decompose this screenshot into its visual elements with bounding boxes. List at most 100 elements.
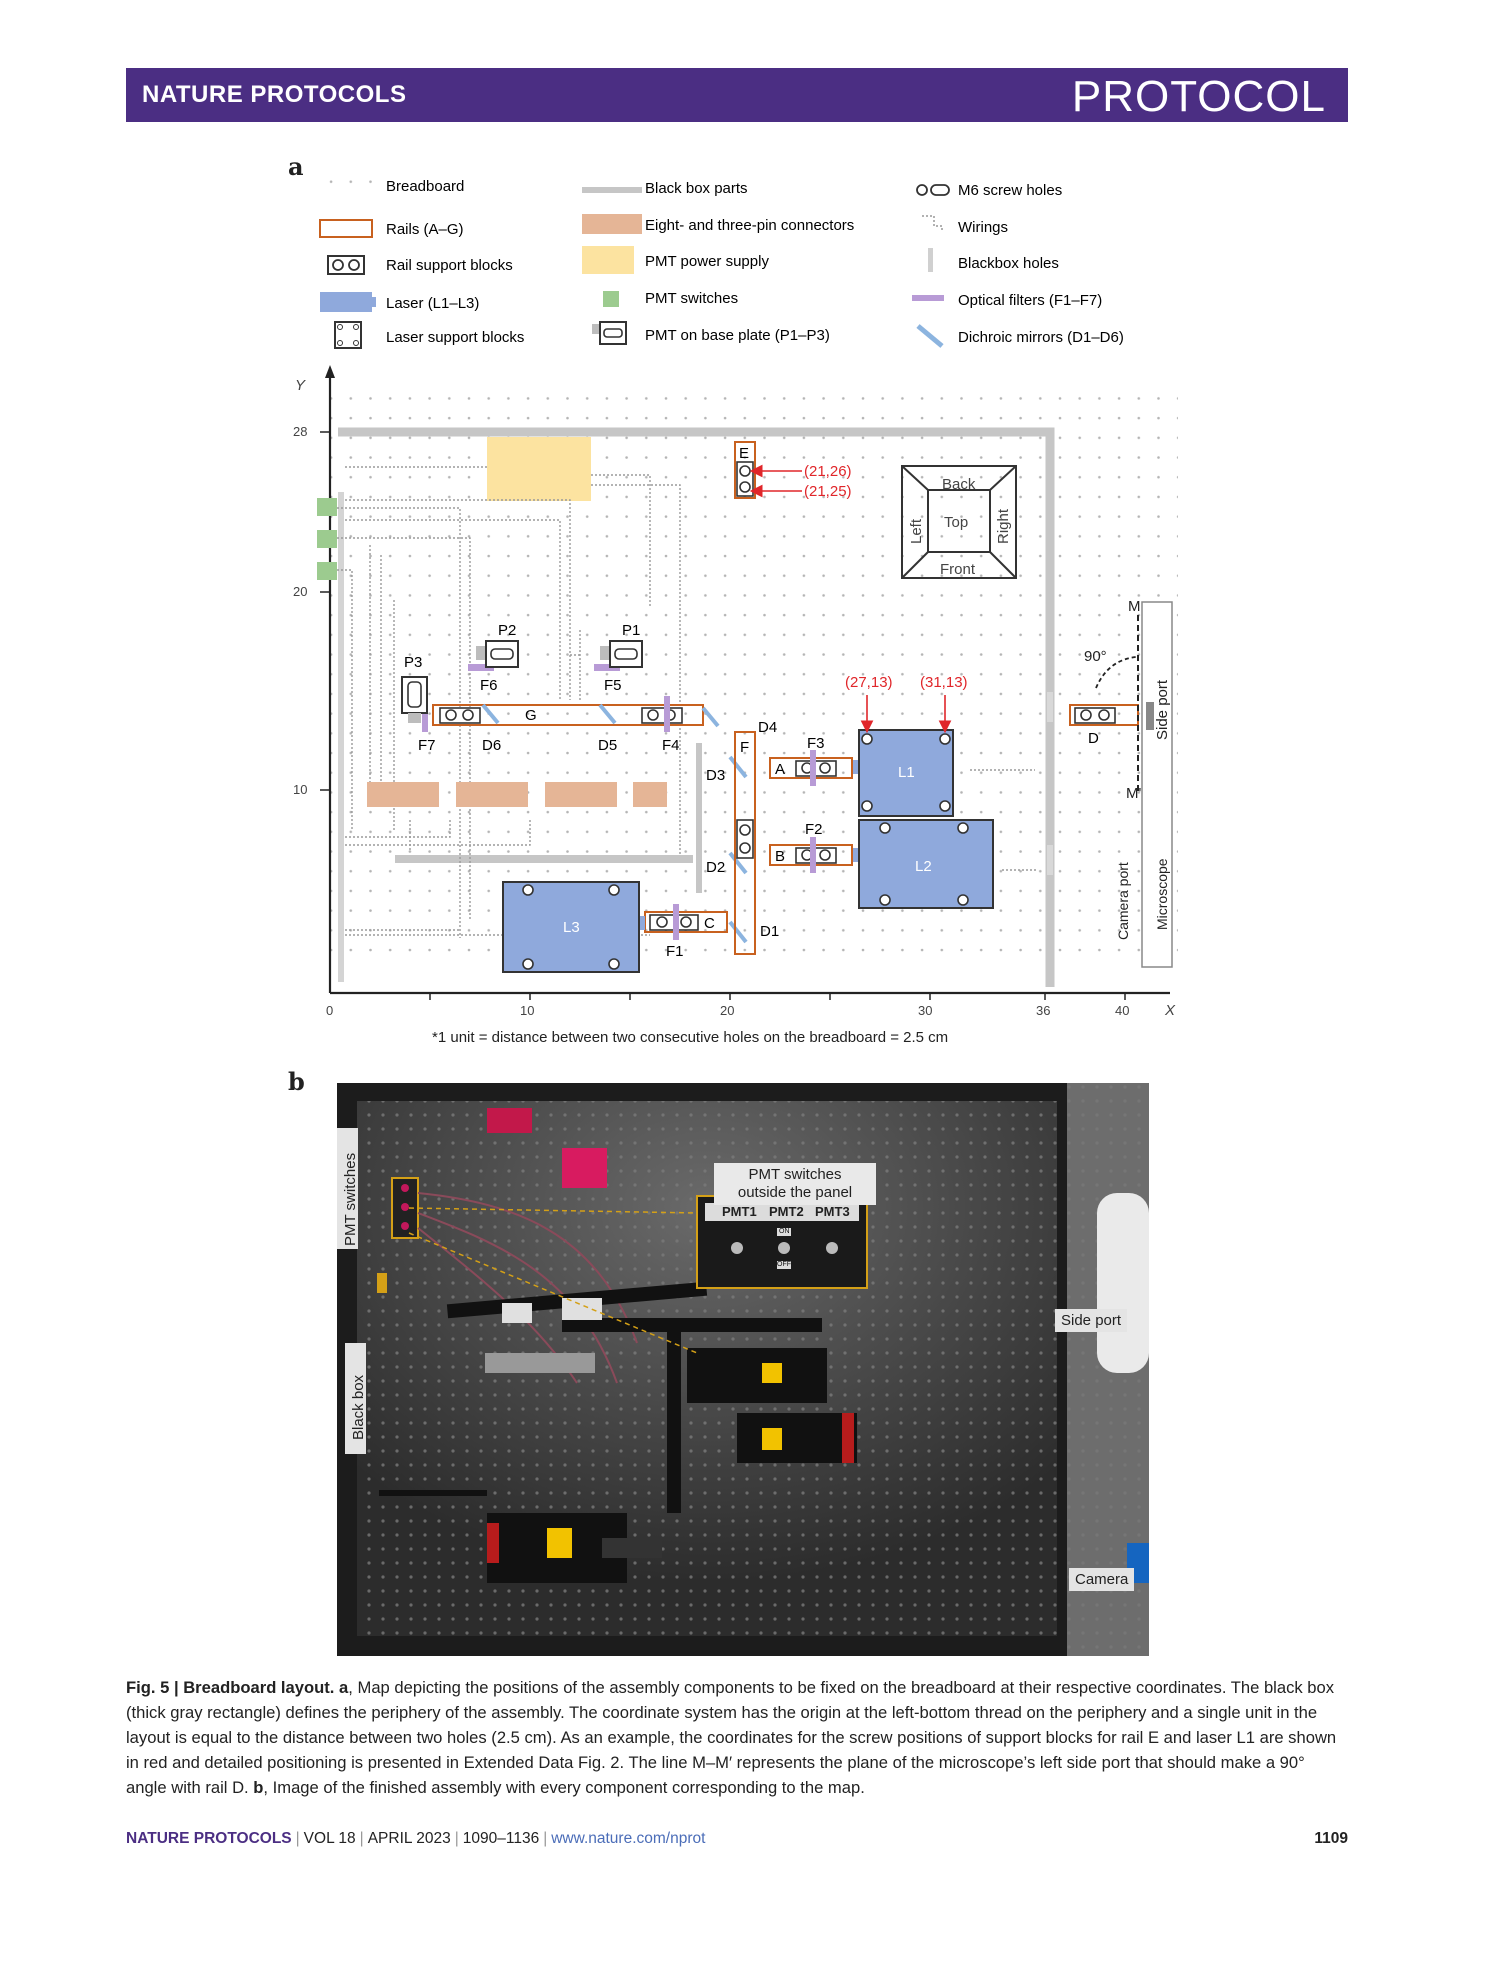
breadboard-swatch [320,172,372,198]
filter-label: F6 [480,677,498,694]
laser-label: L1 [898,764,915,781]
rail-g [432,704,704,726]
pmt-switches-label: PMT switches [342,1152,359,1246]
y-tick-label: 10 [293,782,307,797]
rail-support-block [736,461,754,497]
legend-label: Laser support blocks [386,329,524,346]
footer-date: APRIL 2023 [367,1830,451,1847]
dichroic-label: D5 [598,737,617,754]
pmt3-label: PMT3 [815,1204,850,1219]
laser-swatch [320,292,376,312]
article-type: PROTOCOL [1071,72,1326,121]
laser-block-icon [334,321,362,349]
side-port-label: Side port [1154,679,1171,740]
breadboard-map: Breadboard Rails (A–G) Rail support bloc… [293,172,1178,1046]
legend-label: Eight- and three-pin connectors [645,217,854,234]
rail-block-icon [327,255,365,275]
journal-name: NATURE PROTOCOLS [142,81,407,108]
rail-d-label: D [1088,730,1099,747]
laser-l1 [858,729,954,817]
filter-label: F1 [666,943,684,960]
side-port-tag: Side port [1055,1309,1128,1332]
y-axis-label: Y [295,377,306,394]
filter-label: F5 [604,677,622,694]
filter-label: F7 [418,737,436,754]
rail-b-label: B [775,848,785,865]
pmt2-label: PMT2 [769,1204,804,1219]
rail-support-block [736,819,754,859]
panel-a-letter: a [288,152,304,181]
power-supply-swatch [582,246,634,274]
dichroic-mirrors [481,703,748,944]
pmt1-label: PMT1 [722,1204,757,1219]
filter-f6 [468,664,494,671]
x-axis-label: X [1164,1002,1176,1019]
orientation-front: Front [940,561,976,578]
pmt-switch-2 [317,530,337,548]
coord-l1-left: (27,13) [845,674,893,691]
panel-b-letter: b [288,1067,305,1096]
rail-f-label: F [740,739,749,756]
unit-note: *1 unit = distance between two consecuti… [432,1029,948,1046]
dichroic-label: D3 [706,767,725,784]
page-number: 1109 [1314,1830,1348,1847]
m-bottom-label: M' [1126,785,1141,802]
caption-fig: Fig. 5 | Breadboard layout. [126,1678,335,1697]
dichroic-label: D1 [760,923,779,940]
orientation-box [901,465,1017,579]
pmt-switch-3 [317,562,337,580]
y-tick-label: 20 [293,584,307,599]
legend-label: Laser (L1–L3) [386,295,479,312]
wiring-icon [922,215,943,232]
pmt-switch-1 [317,498,337,516]
pmt-label: P2 [498,622,516,639]
m-top-label: M [1128,598,1141,615]
dichroic-label: D6 [482,737,501,754]
x-tick-label: 0 [326,1003,333,1018]
black-box-periphery [338,427,1055,987]
caption-b-letter: b [253,1778,264,1797]
legend-label: Black box parts [645,180,748,197]
legend-label: Blackbox holes [958,255,1059,272]
footer-url[interactable]: www.nature.com/nprot [551,1830,706,1847]
pmt-label: P3 [404,654,422,671]
microscope-body [1141,601,1173,968]
black-box-tag: Black box [345,1343,367,1454]
rail-g-label: G [525,707,537,724]
pmt-p3 [401,676,428,723]
blackbox-hole [1047,692,1053,722]
black-box-label: Black box [350,1374,367,1440]
orientation-right: Right [995,508,1012,544]
dichroic-label: D4 [758,719,777,736]
filter-label: F2 [805,821,823,838]
pmt-power-supply [487,437,591,501]
black-box-left-wall [338,492,344,982]
laser-label: L2 [915,858,932,875]
footer-pages: 1090–1136 [462,1830,540,1847]
rail-swatch [319,219,373,238]
orientation-left: Left [908,518,925,544]
filter-f3 [810,750,816,786]
filter-f2 [810,837,816,873]
axes [325,365,1170,995]
black-box-divider [395,855,693,863]
pmt-switches-tag: PMT switches [337,1128,359,1249]
rail-c-label: C [704,915,715,932]
coord-e-bottom: (21,25) [804,483,852,500]
filter-label: F4 [662,737,680,754]
pmt-icon [592,321,627,345]
blackbox-swatch [582,187,642,193]
laser-label: L3 [563,919,580,936]
legend-label: Rails (A–G) [386,221,464,238]
camera-tag: Camera [1069,1568,1135,1591]
dichroic-label: D2 [706,859,725,876]
journal-header: NATURE PROTOCOLS PROTOCOL [126,68,1348,122]
orientation-top: Top [944,514,968,531]
caption-b-text: , Image of the finished assembly with ev… [263,1778,865,1797]
x-tick-label: 40 [1115,1003,1129,1018]
black-box-divider [696,743,702,893]
x-tick-label: 10 [520,1003,534,1018]
camera-port-label: Camera port [1115,862,1131,940]
blackbox-hole-icon [928,248,933,272]
screw-hole-icon [916,184,950,196]
